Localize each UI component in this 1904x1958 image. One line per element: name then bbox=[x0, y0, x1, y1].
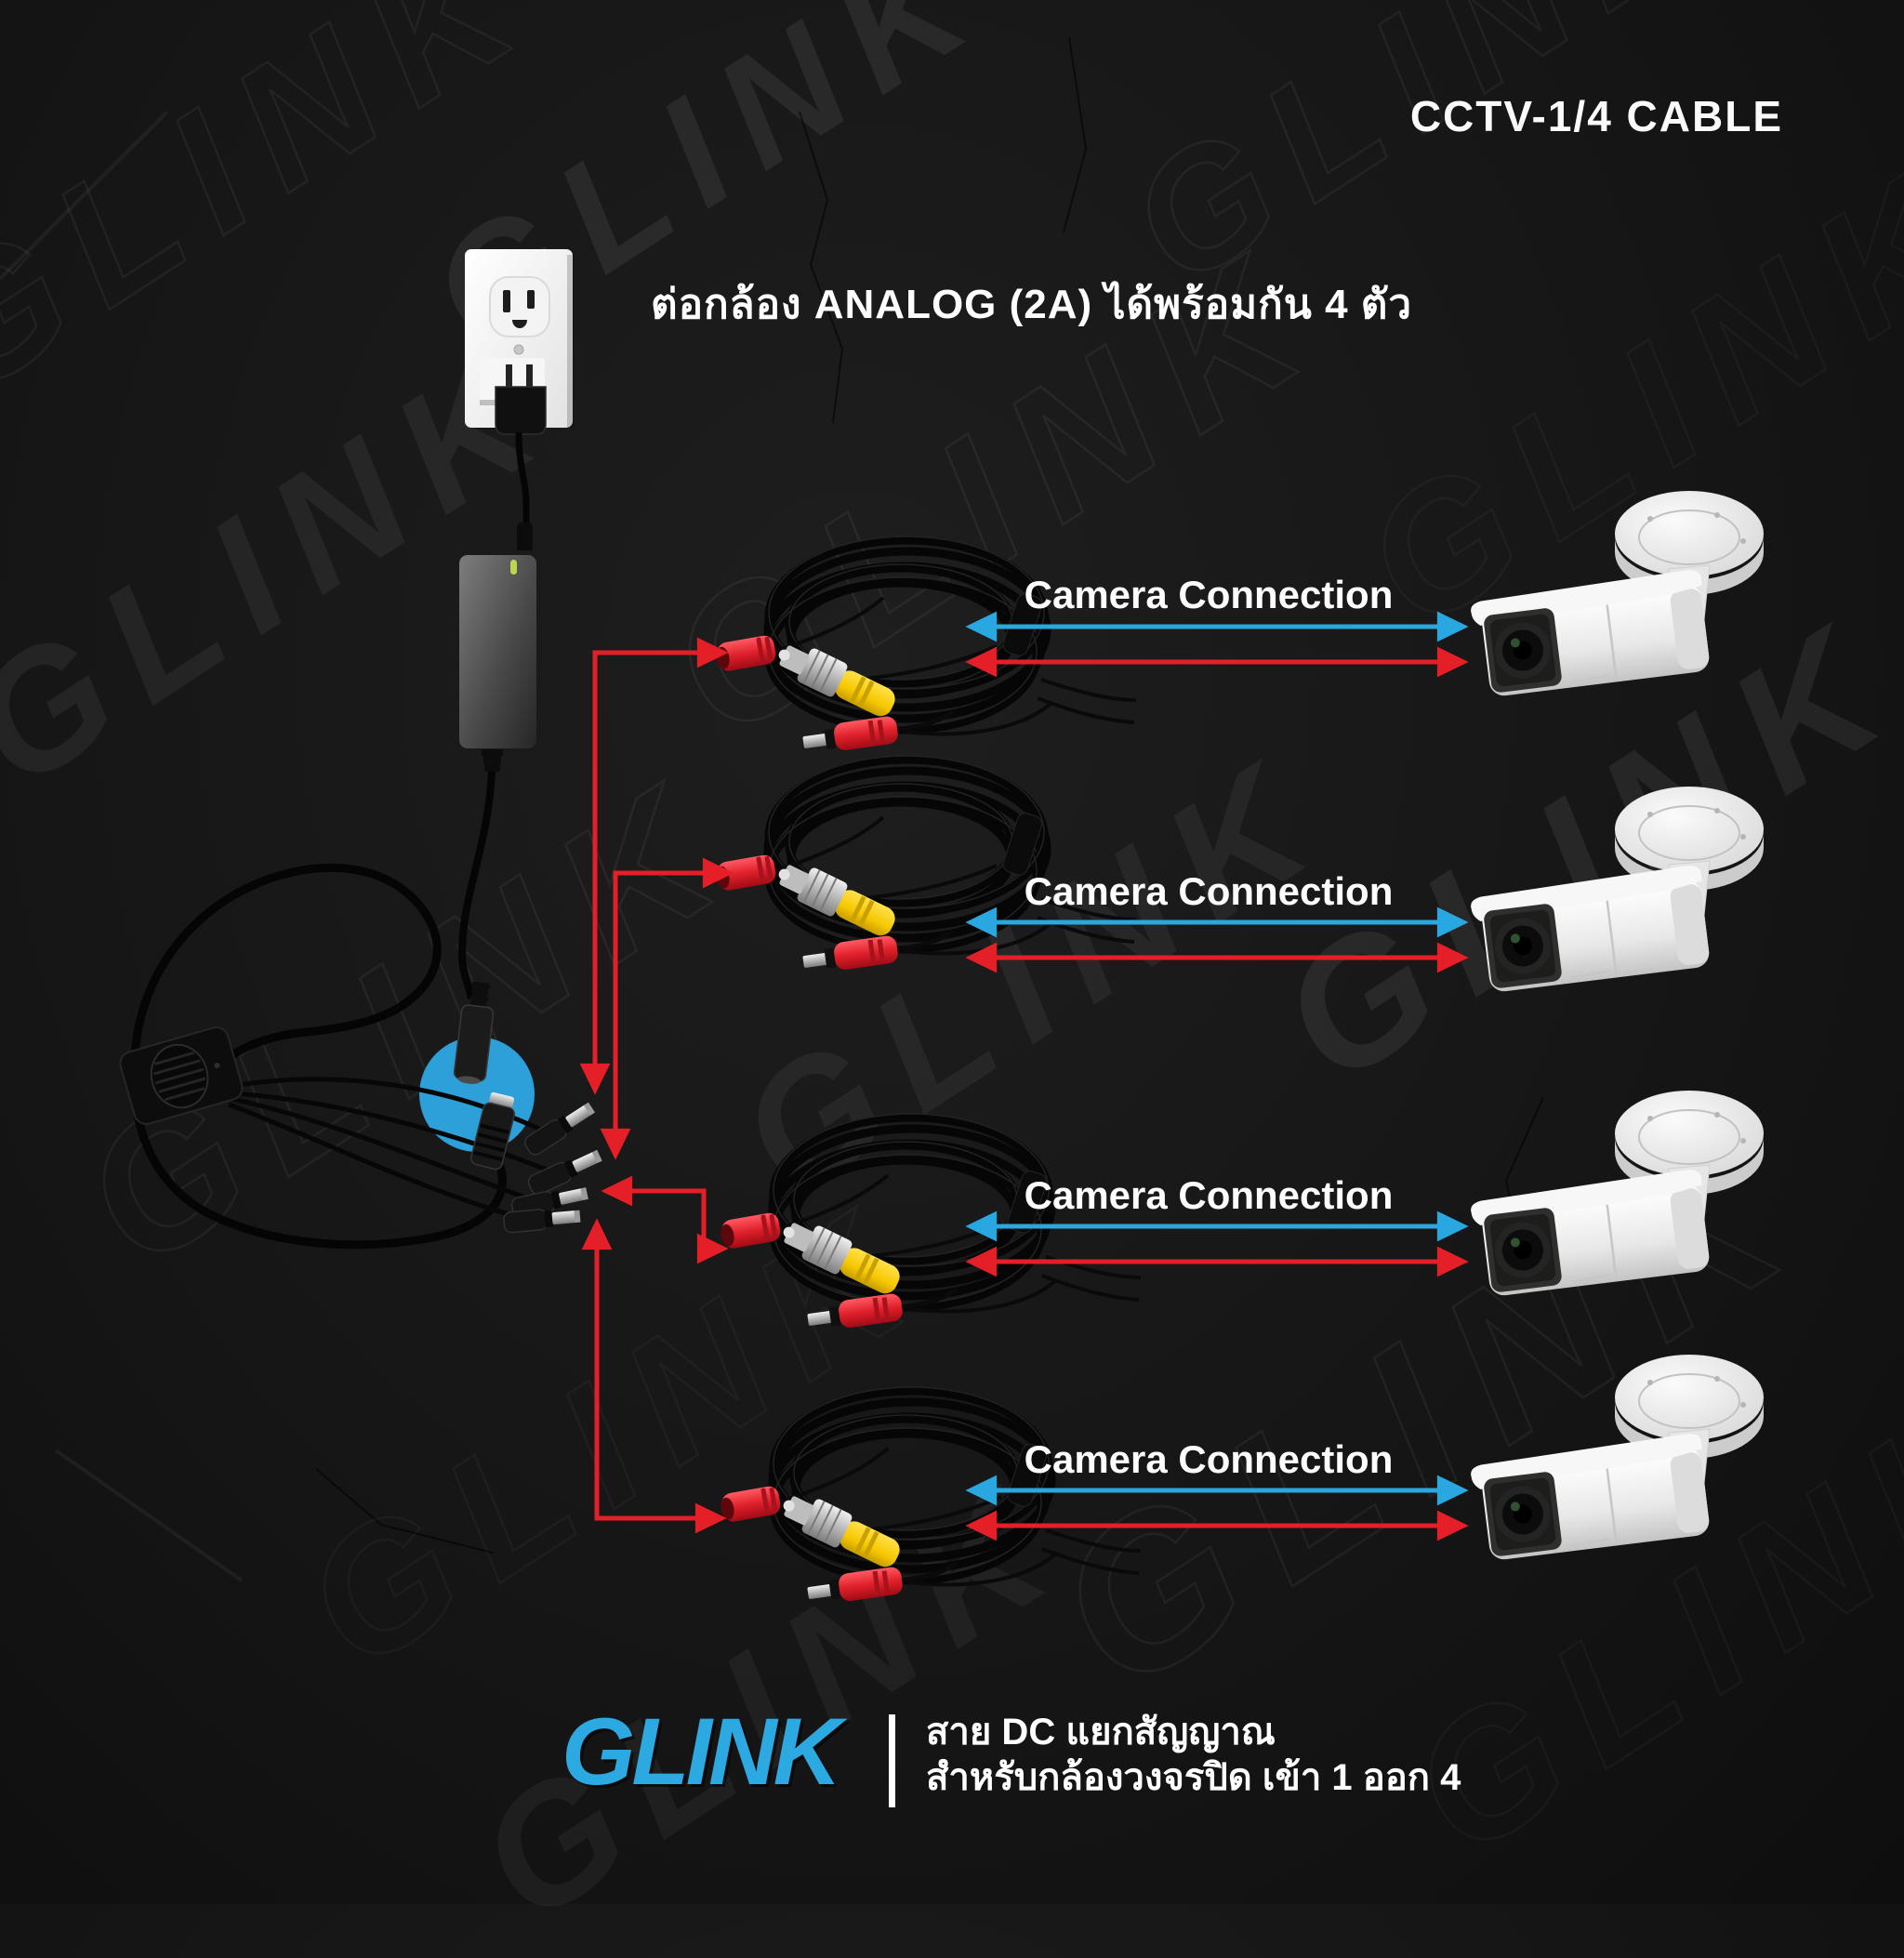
cctv-camera-4 bbox=[1468, 1353, 1765, 1564]
brand-logo: GLINK bbox=[562, 1699, 841, 1805]
plug-prong bbox=[506, 364, 512, 390]
power-path-2 bbox=[600, 857, 734, 1160]
camera-connection-label-4: Camera Connection bbox=[1024, 1437, 1394, 1481]
footer-divider bbox=[889, 1714, 895, 1807]
subtitle-thai: ต่อกล้อง ANALOG (2A) ได้พร้อมกัน 4 ตัว bbox=[651, 282, 1413, 327]
cable-coil-1 bbox=[714, 536, 1136, 756]
splitter-dc-jack bbox=[470, 1091, 515, 1171]
camera-connection-arrows bbox=[965, 611, 1469, 1541]
wiring-diagram bbox=[0, 36, 1765, 1904]
adapter-led bbox=[510, 560, 517, 575]
camera-connection-label-1: Camera Connection bbox=[1024, 573, 1394, 616]
camera-connection-label-3: Camera Connection bbox=[1024, 1173, 1394, 1217]
power-routing-arrows bbox=[579, 637, 734, 1534]
cctv-camera-1 bbox=[1468, 489, 1765, 700]
cable-coil-2 bbox=[714, 756, 1136, 975]
scratch-texture bbox=[0, 110, 244, 1582]
dc-splitter-cable bbox=[119, 863, 602, 1250]
adapter-cable bbox=[458, 771, 496, 999]
plug-prong bbox=[526, 364, 533, 390]
cable-coil-4 bbox=[719, 1387, 1141, 1607]
splitter-output-plugs bbox=[503, 1102, 602, 1234]
power-path-4 bbox=[581, 1218, 727, 1534]
footer-tagline-line1: สาย DC แยกสัญญาณ bbox=[926, 1712, 1276, 1753]
page-title: CCTV-1/4 CABLE bbox=[1409, 92, 1783, 140]
footer-tagline-line2: สำหรับกล้องวงจรปิด เข้า 1 ออก 4 bbox=[926, 1757, 1461, 1798]
power-adapter bbox=[455, 523, 541, 772]
power-path-3 bbox=[601, 1175, 729, 1264]
power-path-1 bbox=[579, 637, 729, 1095]
splitter-junction-box bbox=[119, 1026, 244, 1125]
footer-tagline: สาย DC แยกสัญญาณ สำหรับกล้องวงจรปิด เข้า… bbox=[926, 1710, 1461, 1801]
power-cord bbox=[515, 431, 530, 554]
strain-relief bbox=[482, 749, 503, 772]
cable-coil-3 bbox=[719, 1114, 1141, 1333]
cctv-camera-3 bbox=[1468, 1089, 1765, 1300]
camera-connection-label-2: Camera Connection bbox=[1024, 869, 1394, 913]
adapter-dc-plug bbox=[453, 981, 495, 1084]
wall-outlet bbox=[465, 249, 574, 435]
power-plug bbox=[495, 386, 547, 435]
cctv-camera-2 bbox=[1468, 785, 1765, 996]
